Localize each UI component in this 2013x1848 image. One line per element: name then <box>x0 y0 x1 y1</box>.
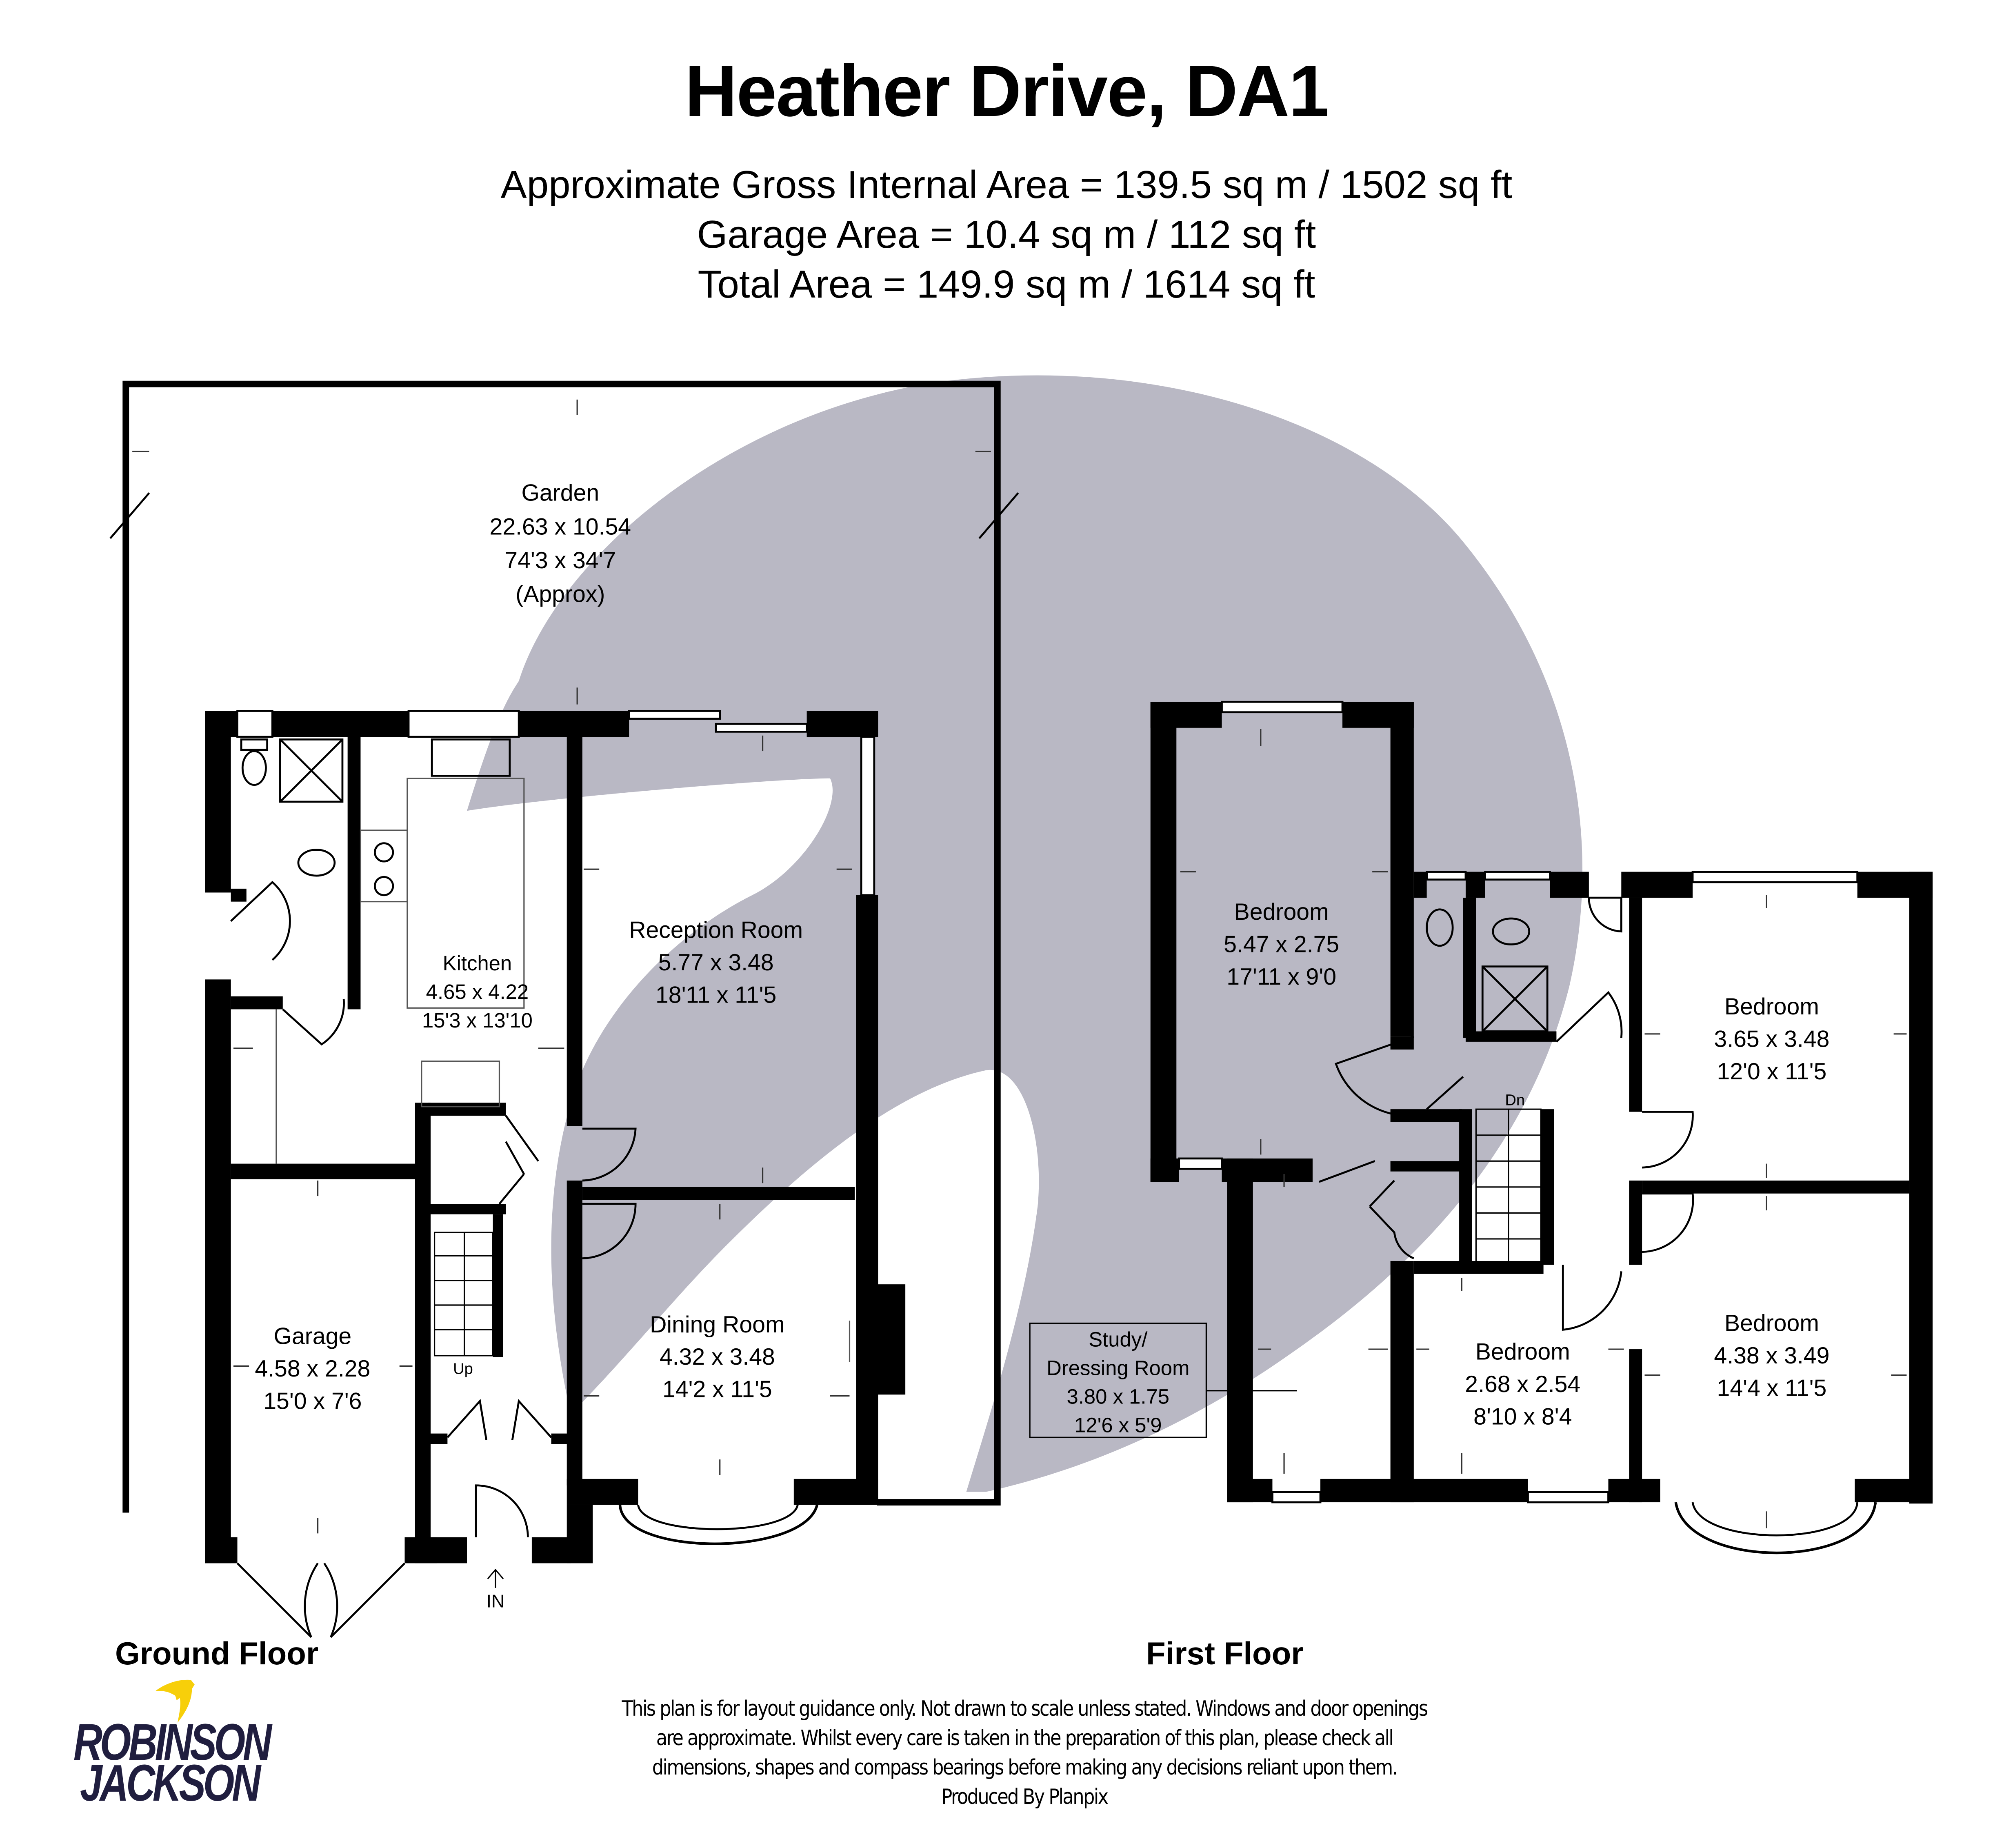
garage-name: Garage <box>273 1323 351 1349</box>
garden-note: (Approx) <box>515 581 605 607</box>
kitchen-name: Kitchen <box>443 952 512 975</box>
study-metric: 3.80 x 1.75 <box>1067 1385 1170 1408</box>
stairs-down-label: Dn <box>1505 1092 1525 1109</box>
garage-area: Garage Area = 10.4 sq m / 112 sq ft <box>697 213 1316 256</box>
swallow-bird-icon <box>155 1679 195 1723</box>
bedroom2-name: Bedroom <box>1724 994 1819 1020</box>
kitchen-metric: 4.65 x 4.22 <box>426 980 529 1003</box>
stairs-up-label: Up <box>453 1360 473 1377</box>
watermark-logo-icon <box>467 375 1583 1492</box>
bedroom2-metric: 3.65 x 3.48 <box>1714 1026 1829 1052</box>
garden-name: Garden <box>521 480 599 506</box>
study-imperial: 12'6 x 5'9 <box>1074 1413 1162 1437</box>
dining-metric: 4.32 x 3.48 <box>660 1344 775 1370</box>
first-floor-label: First Floor <box>1146 1635 1304 1671</box>
area-summary: Approximate Gross Internal Area = 139.5 … <box>0 160 2013 309</box>
bedroom3-name: Bedroom <box>1475 1339 1570 1365</box>
bedroom1-metric: 5.47 x 2.75 <box>1224 932 1339 958</box>
bedroom3-imperial: 8'10 x 8'4 <box>1473 1403 1572 1430</box>
page-title: Heather Drive, DA1 <box>684 50 1329 131</box>
kitchen-imperial: 15'3 x 13'10 <box>422 1009 533 1032</box>
dining-imperial: 14'2 x 11'5 <box>662 1377 772 1403</box>
study-name-line2: Dressing Room <box>1046 1357 1189 1380</box>
ground-floor-plan <box>109 380 1019 1638</box>
bedroom1-name: Bedroom <box>1234 899 1329 925</box>
first-floor-plan <box>1029 701 1933 1554</box>
study-name-line1: Study/ <box>1089 1328 1148 1351</box>
reception-imperial: 18'11 x 11'5 <box>655 982 776 1008</box>
disclaimer: This plan is for layout guidance only. N… <box>547 1694 1502 1812</box>
dining-name: Dining Room <box>650 1312 785 1338</box>
disclaimer-line: dimensions, shapes and compass bearings … <box>652 1755 1398 1780</box>
garage-metric: 4.58 x 2.28 <box>255 1356 370 1382</box>
garden-metric: 22.63 x 10.54 <box>490 514 631 540</box>
bedroom4-metric: 4.38 x 3.49 <box>1714 1343 1829 1369</box>
disclaimer-line: This plan is for layout guidance only. N… <box>622 1697 1428 1721</box>
bedroom2-imperial: 12'0 x 11'5 <box>1717 1059 1827 1085</box>
garage-imperial: 15'0 x 7'6 <box>263 1388 362 1414</box>
gross-internal-area: Approximate Gross Internal Area = 139.5 … <box>500 163 1513 207</box>
robinson-jackson-logo: ROBINSON JACKSON <box>73 1678 286 1809</box>
garden-imperial: 74'3 x 34'7 <box>504 547 616 574</box>
bedroom3-metric: 2.68 x 2.54 <box>1465 1371 1580 1397</box>
logo-line2: JACKSON <box>80 1754 261 1812</box>
room-labels: Garden 22.63 x 10.54 74'3 x 34'7 (Approx… <box>255 480 1829 1612</box>
reception-metric: 5.77 x 3.48 <box>658 950 774 976</box>
bedroom4-imperial: 14'4 x 11'5 <box>1717 1375 1827 1401</box>
total-area: Total Area = 149.9 sq m / 1614 sq ft <box>698 262 1315 306</box>
logo-line1: ROBINSON <box>73 1713 272 1771</box>
entrance-label: IN <box>487 1591 504 1611</box>
disclaimer-line: are approximate. Whilst every care is ta… <box>656 1726 1394 1750</box>
bedroom1-imperial: 17'11 x 9'0 <box>1226 964 1336 990</box>
reception-name: Reception Room <box>629 917 803 943</box>
bedroom4-name: Bedroom <box>1724 1310 1819 1337</box>
producer-credit: Produced By Planpix <box>941 1785 1109 1809</box>
ground-floor-label: Ground Floor <box>115 1635 319 1671</box>
